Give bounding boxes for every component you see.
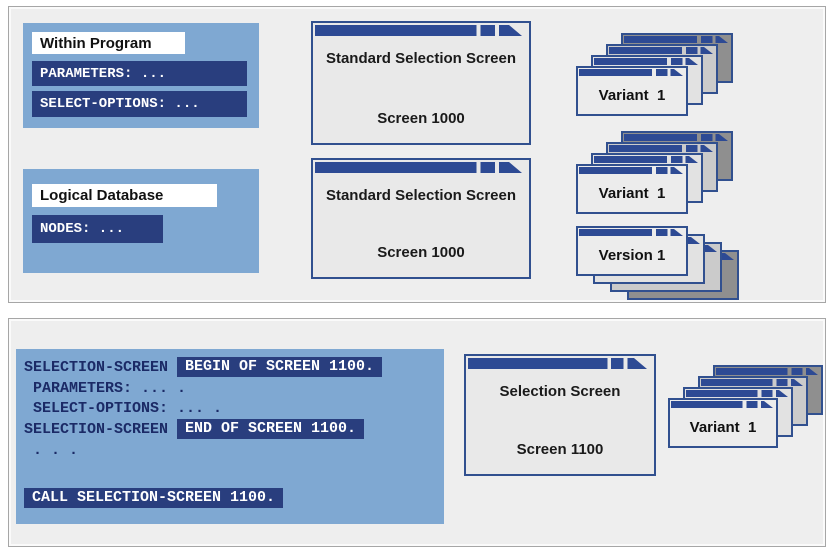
- version-card-label: Version 1: [598, 246, 666, 264]
- window-subtitle: Screen 1000: [377, 244, 465, 261]
- variant-stack-3: Variant 1: [668, 365, 824, 448]
- card-titlebar-icon: [716, 368, 818, 375]
- variant-card: Variant 1: [576, 164, 688, 214]
- card-titlebar-icon: [579, 229, 683, 236]
- code-plain-text: . . .: [24, 441, 79, 459]
- card-titlebar-icon: [609, 145, 713, 152]
- logical-database-title: Logical Database: [32, 184, 217, 207]
- code-plain-text: SELECTION-SCREEN: [24, 420, 178, 438]
- card-titlebar-icon: [594, 58, 698, 65]
- standard-selection-screen-window-2: Standard Selection Screen Screen 1000: [311, 158, 531, 279]
- variant-card-label: Variant 1: [598, 86, 666, 104]
- select-options-statement: SELECT-OPTIONS: ...: [32, 91, 247, 117]
- variant-stack-1: Variant 1: [576, 23, 735, 116]
- within-program-panel: Within Program PARAMETERS: ... SELECT-OP…: [23, 23, 259, 128]
- nodes-statement: NODES: ...: [32, 215, 163, 243]
- variant-card: Variant 1: [668, 398, 778, 448]
- window-title: Standard Selection Screen: [325, 187, 517, 204]
- standard-selection-screen-window-1: Standard Selection Screen Screen 1000: [311, 21, 531, 145]
- card-titlebar-icon: [579, 69, 683, 76]
- code-line-spacer: [24, 460, 436, 486]
- logical-database-panel: Logical Database NODES: ...: [23, 169, 259, 273]
- code-highlight: CALL SELECTION-SCREEN 1100.: [24, 488, 284, 508]
- card-titlebar-icon: [579, 167, 683, 174]
- selection-screen-1100-window: Selection Screen Screen 1100: [464, 354, 656, 476]
- window-titlebar-icon: [468, 358, 647, 369]
- code-plain-text: PARAMETERS: ... .: [24, 379, 187, 397]
- bottom-section: SELECTION-SCREEN BEGIN OF SCREEN 1100. P…: [8, 318, 826, 547]
- window-title: Standard Selection Screen: [325, 50, 517, 67]
- window-subtitle: Screen 1000: [377, 110, 465, 127]
- code-line: SELECTION-SCREEN BEGIN OF SCREEN 1100.: [24, 356, 436, 378]
- window-titlebar-icon: [315, 25, 522, 36]
- parameters-statement: PARAMETERS: ...: [32, 61, 247, 86]
- code-plain-text: SELECT-OPTIONS: ... .: [24, 399, 223, 417]
- variant-card-label: Variant 1: [689, 418, 757, 436]
- card-titlebar-icon: [609, 47, 713, 54]
- code-line: PARAMETERS: ... .: [24, 378, 436, 398]
- window-title: Selection Screen: [499, 383, 621, 400]
- code-highlight: END OF SCREEN 1100.: [177, 419, 365, 439]
- card-titlebar-icon: [701, 379, 803, 386]
- code-plain-text: SELECTION-SCREEN: [24, 358, 178, 376]
- version-stack: Version 1: [576, 226, 739, 300]
- variant-card-label: Variant 1: [598, 184, 666, 202]
- variant-stack-2: Variant 1: [576, 121, 735, 214]
- card-titlebar-icon: [624, 134, 728, 141]
- variant-card: Variant 1: [576, 66, 688, 116]
- abap-code-panel: SELECTION-SCREEN BEGIN OF SCREEN 1100. P…: [16, 349, 444, 524]
- version-card: Version 1: [576, 226, 688, 276]
- code-line: SELECTION-SCREEN END OF SCREEN 1100.: [24, 418, 436, 440]
- code-highlight: BEGIN OF SCREEN 1100.: [177, 357, 383, 377]
- top-section: Within Program PARAMETERS: ... SELECT-OP…: [8, 6, 826, 303]
- window-subtitle: Screen 1100: [516, 441, 604, 458]
- card-titlebar-icon: [686, 390, 788, 397]
- card-titlebar-icon: [624, 36, 728, 43]
- card-titlebar-icon: [671, 401, 773, 408]
- code-line: . . .: [24, 440, 436, 460]
- code-line: CALL SELECTION-SCREEN 1100.: [24, 486, 436, 510]
- card-titlebar-icon: [594, 156, 698, 163]
- window-titlebar-icon: [315, 162, 522, 173]
- code-line: SELECT-OPTIONS: ... .: [24, 398, 436, 418]
- within-program-title: Within Program: [32, 32, 185, 54]
